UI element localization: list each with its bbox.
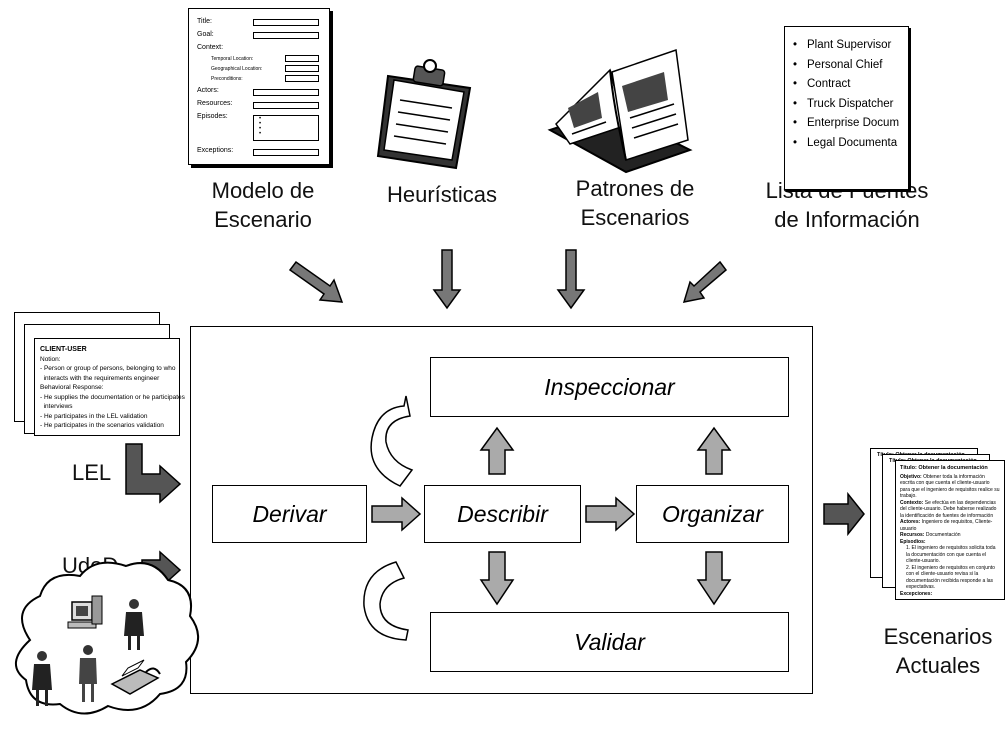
arrow-patrones-in	[556, 249, 586, 310]
lel-card-title: CLIENT-USER	[40, 346, 87, 353]
lel-notion-1: - Person or group of persons, belonging …	[40, 365, 176, 372]
form-context-label: Context:	[197, 44, 224, 51]
arrow-heuristicas-in	[432, 249, 462, 310]
scenario-objetivo: Objetivo: Obtener toda la información es…	[900, 473, 1000, 500]
form-resources-label: Resources:	[197, 100, 233, 107]
arrow-describir-inspeccionar	[479, 426, 515, 475]
form-goal-label: Goal:	[197, 31, 214, 38]
sources-item: •Plant Supervisor	[793, 39, 892, 51]
sources-item: •Legal Documenta	[793, 136, 898, 149]
form-episodes-dots: ••••	[259, 116, 262, 137]
fax-icon	[110, 659, 161, 695]
computer-icon	[67, 595, 103, 629]
form-actors-field	[253, 89, 319, 96]
arrow-describir-organizar	[585, 496, 636, 532]
scenario-doc-front: Título: Obtener la documentación Objetiv…	[895, 460, 1005, 600]
curved-arrow-lower	[363, 561, 409, 641]
lel-behavior-2: interviews	[40, 403, 73, 410]
arrow-lista-in	[682, 260, 728, 303]
arrow-describir-validar	[479, 551, 515, 606]
person-icon	[79, 645, 97, 702]
arrow-modelo-in	[288, 260, 344, 303]
form-title-label: Title:	[197, 18, 212, 25]
lel-behavior-1: - He supplies the documentation or he pa…	[40, 393, 185, 401]
lel-notion-2: interacts with the requirements engineer	[40, 374, 160, 382]
form-episodes-field	[253, 115, 319, 141]
form-geographical-label: Geographical Location:	[211, 66, 263, 72]
lel-card-front: CLIENT-USER Notion: - Person or group of…	[34, 338, 185, 436]
sources-item: •Contract	[793, 78, 851, 90]
label-lel: LEL	[72, 460, 112, 485]
universe-cloud	[15, 561, 199, 715]
person-icon	[32, 651, 52, 706]
scenario-episodios: Episodios:	[900, 538, 926, 545]
scenario-model-form: Title: Goal: Context: Temporal Location:…	[188, 8, 330, 165]
form-resources-field	[253, 102, 319, 109]
label-escenarios-actuales: Escenarios Actuales	[883, 624, 993, 678]
scenario-excepciones: Excepciones:	[900, 590, 933, 597]
form-exceptions-label: Exceptions:	[197, 147, 234, 154]
clipboard-icon	[376, 59, 472, 170]
arrow-lel-in	[125, 443, 182, 504]
sources-item: •Enterprise Docum	[793, 117, 900, 129]
box-organizar: Organizar	[636, 485, 789, 543]
form-temporal-label: Temporal Location:	[211, 56, 254, 62]
form-preconditions-label: Preconditions:	[211, 76, 243, 82]
scenario-episode-1: 1. El ingeniero de requisitos solicita t…	[906, 545, 996, 564]
lel-behavior-4: - He participates in the scenarios valid…	[40, 422, 164, 429]
open-book-icon	[547, 48, 693, 174]
lel-notion: Notion:	[40, 355, 61, 363]
arrow-derivar-describir	[371, 496, 422, 532]
scenario-title: Título: Obtener la documentación	[900, 465, 988, 471]
label-heuristicas: Heurísticas	[386, 182, 498, 207]
form-temporal-field	[285, 55, 319, 62]
arrow-output	[823, 491, 865, 537]
form-episodes-label: Episodes:	[197, 113, 228, 120]
scenario-actores: Actores: Ingeniero de requisitos, Client…	[900, 519, 993, 532]
lel-behavior-3: - He participates in the LEL validation	[40, 412, 148, 420]
form-goal-field	[253, 32, 319, 39]
box-derivar: Derivar	[212, 485, 367, 543]
label-patrones-de-escenarios: Patrones de Escenarios	[575, 176, 695, 230]
label-lista-de-fuentes: Lista de Fuentes de Información	[765, 178, 929, 232]
scenario-contexto: Contexto: Se efectúa en las dependencias…	[900, 499, 997, 519]
label-modelo-de-escenario: Modelo de Escenario	[211, 178, 315, 232]
sources-item: •Truck Dispatcher	[793, 97, 894, 110]
box-describir: Describir	[424, 485, 581, 543]
arrow-organizar-validar	[696, 551, 732, 606]
form-title-field	[253, 19, 319, 26]
box-inspeccionar: Inspeccionar	[430, 357, 789, 417]
form-geographical-field	[285, 65, 319, 72]
scenario-recursos: Recursos: Documentación	[900, 532, 961, 538]
curved-arrow-upper	[370, 395, 414, 487]
sources-item: •Personal Chief	[793, 58, 883, 71]
form-preconditions-field	[285, 75, 319, 82]
sources-list: •Plant Supervisor •Personal Chief •Contr…	[784, 26, 909, 190]
form-exceptions-field	[253, 149, 319, 156]
scenario-episode-2: 2. El ingeniero de requisitos en conjunt…	[906, 564, 995, 591]
person-icon	[124, 599, 144, 650]
arrow-organizar-inspeccionar	[696, 426, 732, 475]
form-actors-label: Actors:	[197, 87, 219, 94]
lel-behavioral: Behavioral Response:	[40, 384, 104, 391]
box-validar: Validar	[430, 612, 789, 672]
